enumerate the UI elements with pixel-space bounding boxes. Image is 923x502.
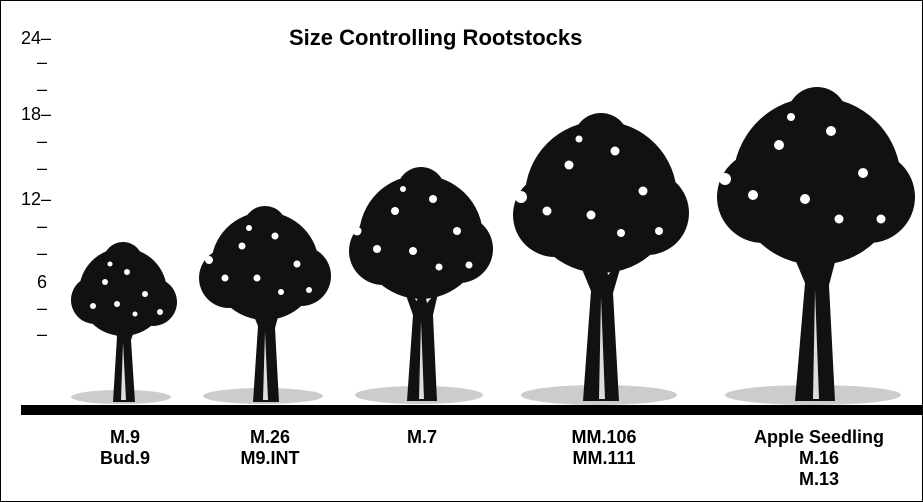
rootstock-label-mm106: MM.106 MM.111 bbox=[549, 427, 659, 469]
ground-line bbox=[21, 405, 922, 415]
rootstock-label-m9: M.9 Bud.9 bbox=[79, 427, 171, 469]
rootstock-label-m7: M.7 bbox=[377, 427, 467, 448]
rootstock-name: Bud.9 bbox=[99, 448, 150, 468]
tree-m26 bbox=[199, 206, 331, 404]
tree-apple-seedling bbox=[717, 87, 915, 405]
axis-minor-mark: – bbox=[37, 243, 48, 263]
axis-minor-mark: – bbox=[37, 52, 48, 72]
tree-mm106 bbox=[513, 113, 689, 405]
rootstock-name: M.16 bbox=[798, 448, 840, 468]
rootstock-name: M.13 bbox=[798, 469, 840, 489]
axis-tick-18: 18– bbox=[21, 104, 52, 124]
rootstock-label-apple-seedling: Apple Seedling M.16 M.13 bbox=[727, 427, 911, 490]
axis-tick-12: 12– bbox=[21, 189, 52, 209]
rootstock-name: MM.106 bbox=[571, 427, 637, 447]
axis-minor-mark: – bbox=[37, 298, 48, 318]
rootstock-name: MM.111 bbox=[572, 448, 636, 468]
tree-m9 bbox=[71, 242, 177, 404]
axis-minor-mark: – bbox=[37, 131, 48, 151]
rootstock-name: Apple Seedling bbox=[753, 427, 885, 447]
axis-minor-mark: – bbox=[37, 79, 48, 99]
axis-tick-6: 6 bbox=[37, 272, 48, 292]
axis-tick-24: 24– bbox=[21, 28, 52, 48]
diagram-title: Size Controlling Rootstocks bbox=[289, 25, 583, 50]
axis-minor-mark: – bbox=[37, 216, 48, 236]
rootstock-name: M.9 bbox=[109, 427, 140, 447]
rootstock-name: M.26 bbox=[249, 427, 291, 447]
rootstock-name: M9.INT bbox=[240, 448, 300, 468]
axis-minor-mark: – bbox=[37, 158, 48, 178]
tree-m7 bbox=[349, 167, 493, 404]
axis-minor-mark: – bbox=[37, 324, 48, 344]
rootstock-label-m26: M.26 M9.INT bbox=[215, 427, 325, 469]
rootstock-name: M.7 bbox=[406, 427, 437, 447]
